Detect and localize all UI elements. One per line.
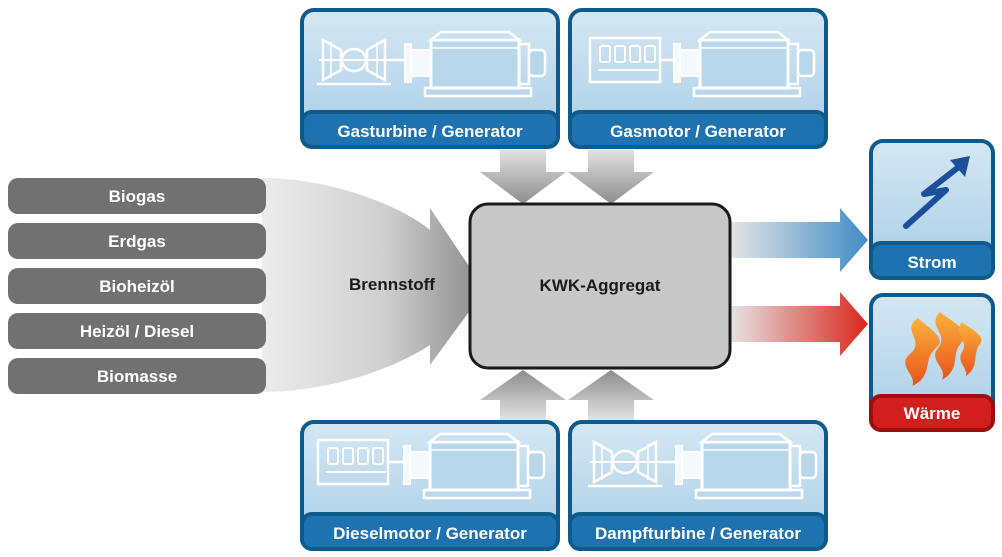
output-heat: Wärme bbox=[869, 293, 995, 432]
panel-dampfturbine: Dampfturbine / Generator bbox=[568, 420, 828, 551]
output-label-heat: Wärme bbox=[904, 404, 961, 423]
fuel-label-biomasse: Biomasse bbox=[97, 367, 177, 386]
fuel-label-erdgas: Erdgas bbox=[108, 232, 166, 251]
heat-flow-arrow bbox=[728, 292, 868, 356]
panel-label-gasmotor: Gasmotor / Generator bbox=[610, 122, 786, 141]
arrow-down-right bbox=[568, 150, 654, 204]
chp-unit-box bbox=[468, 202, 732, 370]
lightning-bolt-icon bbox=[903, 156, 970, 229]
arrow-down-left bbox=[480, 150, 566, 204]
panel-gasturbine: Gasturbine / Generator bbox=[300, 8, 560, 149]
panel-label-dampfturbine: Dampfturbine / Generator bbox=[595, 524, 801, 543]
fuel-flow-arrow bbox=[262, 178, 485, 392]
fuel-label-bioheizoel: Bioheizöl bbox=[99, 277, 175, 296]
fuel-list: Biogas Erdgas Bioheizöl Heizöl / Diesel … bbox=[8, 178, 266, 394]
fuel-item: Biomasse bbox=[8, 358, 266, 394]
power-flow-arrow bbox=[728, 208, 868, 272]
fuel-item: Heizöl / Diesel bbox=[8, 313, 266, 349]
fuel-arrow-label: Brennstoff bbox=[349, 275, 435, 294]
arrow-up-left bbox=[480, 370, 566, 420]
fuel-item: Bioheizöl bbox=[8, 268, 266, 304]
fuel-item: Erdgas bbox=[8, 223, 266, 259]
flame-icon bbox=[905, 312, 982, 386]
fuel-label-heizoel-diesel: Heizöl / Diesel bbox=[80, 322, 194, 341]
fuel-item: Biogas bbox=[8, 178, 266, 214]
arrow-up-right bbox=[568, 370, 654, 420]
center-label: KWK-Aggregat bbox=[540, 276, 661, 295]
panel-label-gasturbine: Gasturbine / Generator bbox=[337, 122, 523, 141]
panel-dieselmotor: Dieselmotor / Generator bbox=[300, 420, 560, 551]
output-label-power: Strom bbox=[907, 253, 956, 272]
panel-label-dieselmotor: Dieselmotor / Generator bbox=[333, 524, 527, 543]
output-power: Strom bbox=[869, 139, 995, 280]
fuel-label-biogas: Biogas bbox=[109, 187, 166, 206]
panel-gasmotor: Gasmotor / Generator bbox=[568, 8, 828, 149]
